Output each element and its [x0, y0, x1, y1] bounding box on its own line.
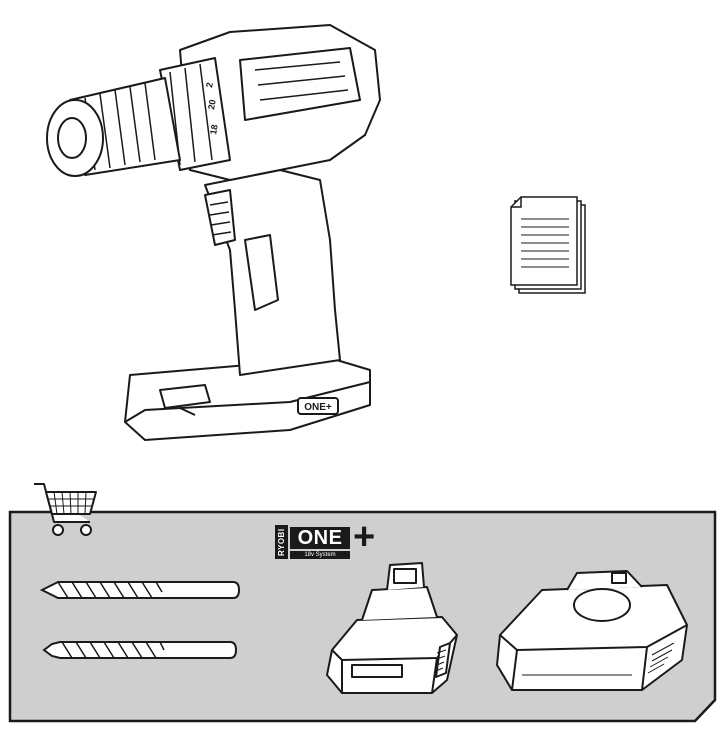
- ryobi-one-plus-badge: RYOBI ONE + 18v System: [275, 518, 383, 559]
- shopping-cart-icon: [34, 483, 97, 536]
- drill-bit-1: [39, 581, 241, 599]
- one-label: ONE: [290, 527, 350, 549]
- plus-symbol: +: [353, 516, 376, 558]
- system-label: 18v System: [290, 551, 350, 559]
- charger-illustration: [496, 570, 688, 691]
- clutch-number-1: 18: [208, 124, 220, 136]
- clutch-number-2: 20: [206, 99, 218, 111]
- battery-illustration: [326, 562, 458, 694]
- clutch-number-3: 2: [204, 82, 215, 89]
- documents-icon: [510, 196, 586, 294]
- drill-illustration: ONE+ 18 20 2: [46, 24, 381, 441]
- drill-bit-2: [42, 641, 238, 659]
- drill-badge-text: ONE+: [304, 402, 332, 413]
- ryobi-brand-label: RYOBI: [275, 525, 288, 559]
